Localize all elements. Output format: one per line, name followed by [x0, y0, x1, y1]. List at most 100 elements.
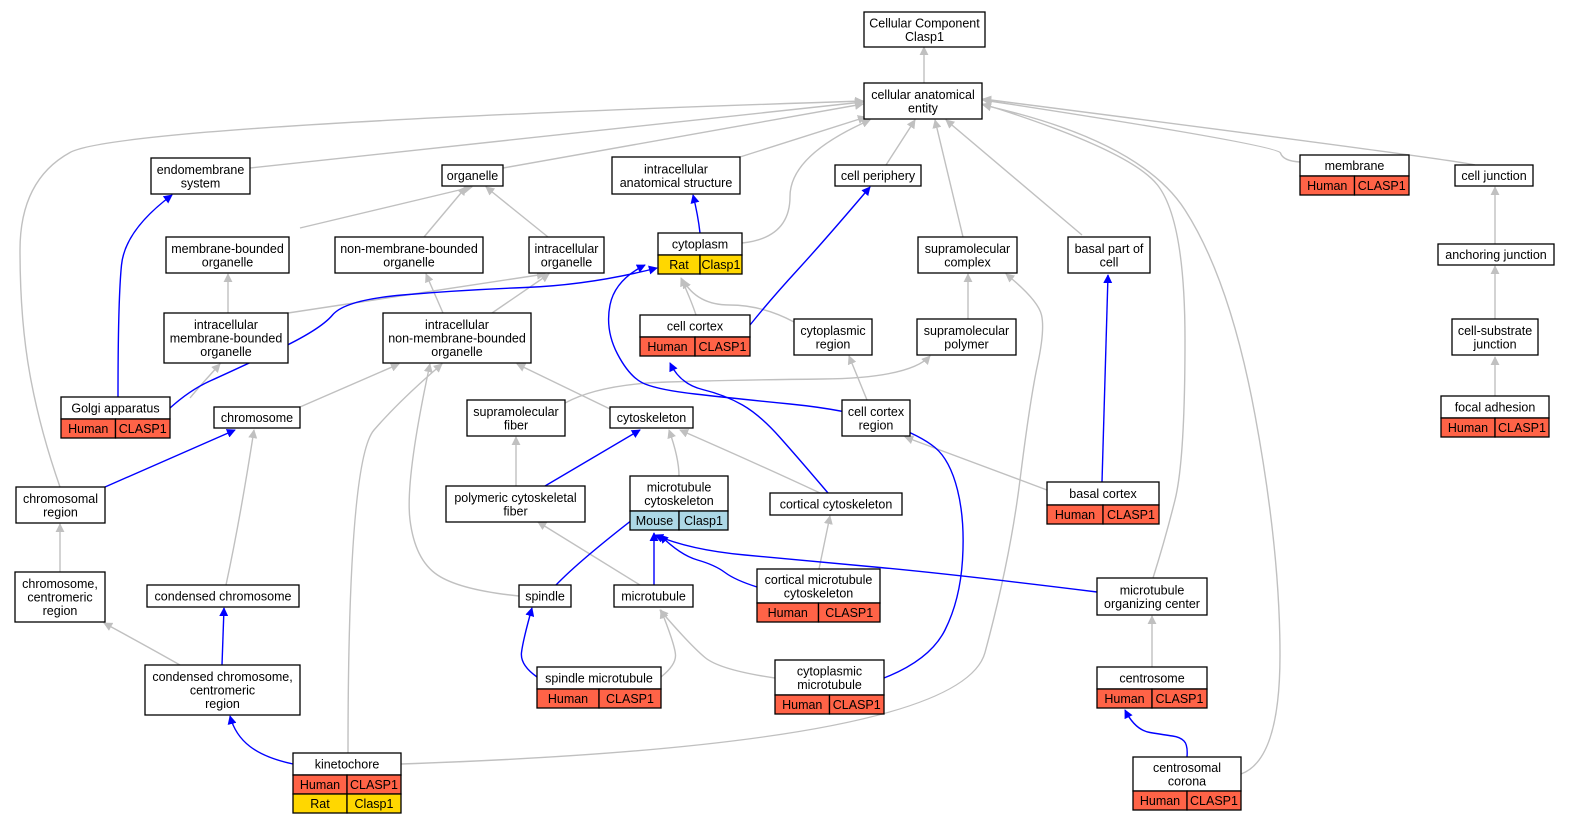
- term-label-line: spindle: [525, 590, 565, 604]
- is-a-edge-ias-to-cae: [739, 115, 867, 158]
- term-node-cellper[interactable]: cell periphery: [834, 164, 922, 187]
- species-label: Human: [1055, 508, 1095, 522]
- term-label-line: intracellular: [425, 318, 489, 332]
- term-label-line: non-membrane-bounded: [340, 242, 478, 256]
- term-label-line: organelle: [541, 255, 592, 269]
- is-a-edge-mtoc-to-cae: [982, 102, 1186, 579]
- gene-label: CLASP1: [699, 340, 747, 354]
- part-of-edge-spindle-to-mtcyto: [555, 512, 642, 586]
- term-box: [613, 584, 694, 608]
- is-a-edge-kinetochore-to-supcomplex: [400, 273, 1044, 765]
- gene-cell: [1102, 504, 1160, 525]
- is-a-edge-spindle-to-inmbo: [408, 363, 520, 597]
- term-box: [917, 236, 1018, 274]
- term-label-line: microtubule: [1120, 583, 1185, 597]
- term-node-organelle[interactable]: organelle: [441, 164, 504, 187]
- term-box: [213, 406, 301, 429]
- term-node-inmbo[interactable]: intracellularnon-membrane-boundedorganel…: [382, 312, 532, 364]
- part-of-edge-pcf-to-cytoskeleton: [544, 429, 641, 487]
- term-box: [445, 485, 586, 523]
- term-box: [15, 486, 106, 524]
- is-a-edge-supfiber-to-suppolymer: [564, 355, 931, 404]
- is-a-edge-ccregion-to-cytoregion: [847, 355, 868, 401]
- gene-cell: [598, 688, 662, 709]
- term-label-line: cell periphery: [841, 169, 916, 183]
- term-node-cytoskeleton[interactable]: cytoskeleton: [609, 406, 694, 429]
- term-box: [163, 312, 289, 364]
- term-label-line: region: [816, 337, 851, 351]
- term-node-chromosome[interactable]: chromosome: [213, 406, 301, 429]
- term-label-line: cell cortex: [667, 320, 724, 334]
- term-box: [466, 399, 566, 437]
- gene-cell: [1494, 417, 1550, 438]
- term-box: [1132, 756, 1242, 792]
- term-node-anchjunc[interactable]: anchoring junction: [1437, 243, 1555, 266]
- term-label-line: microtubule: [647, 480, 712, 494]
- species-label: Human: [1448, 421, 1488, 435]
- term-node-condchrom[interactable]: condensed chromosome: [146, 584, 300, 608]
- gene-label: CLASP1: [1358, 179, 1406, 193]
- gene-cell: [678, 510, 729, 531]
- term-node-spindle[interactable]: spindle: [518, 584, 572, 608]
- term-node-corticalcyto[interactable]: cortical cytoskeleton: [769, 492, 903, 516]
- term-label-line: basal cortex: [1069, 487, 1137, 501]
- term-label-line: organelle: [431, 345, 482, 359]
- term-box: [769, 492, 903, 516]
- term-box: [441, 164, 504, 187]
- term-label-line: anchoring junction: [1445, 248, 1547, 262]
- part-of-edge-cellcortex-to-cellper: [749, 186, 871, 326]
- term-label-line: cytoplasmic: [800, 324, 865, 338]
- term-box: [793, 318, 873, 356]
- term-node-celljunc[interactable]: cell junction: [1454, 164, 1534, 187]
- term-node-microtubule[interactable]: microtubule: [613, 584, 694, 608]
- species-label: Human: [548, 692, 588, 706]
- term-label-line: region: [859, 418, 894, 432]
- term-label-line: condensed chromosome: [155, 590, 292, 604]
- term-label-line: fiber: [503, 504, 527, 518]
- is-a-edge-cytoplasm-to-cae: [741, 119, 871, 244]
- species-label: Human: [1104, 692, 1144, 706]
- term-label-line: membrane-bounded: [171, 242, 284, 256]
- term-label-line: Golgi apparatus: [71, 402, 159, 416]
- is-a-edge-inmbo-to-nmbo: [425, 273, 444, 314]
- term-label-line: intracellular: [535, 242, 599, 256]
- term-label-line: cytoskeleton: [617, 411, 687, 425]
- is-a-edge-nmbo-to-organelle: [423, 186, 467, 238]
- term-label-line: basal part of: [1075, 242, 1144, 256]
- term-label-line: cell junction: [1461, 169, 1526, 183]
